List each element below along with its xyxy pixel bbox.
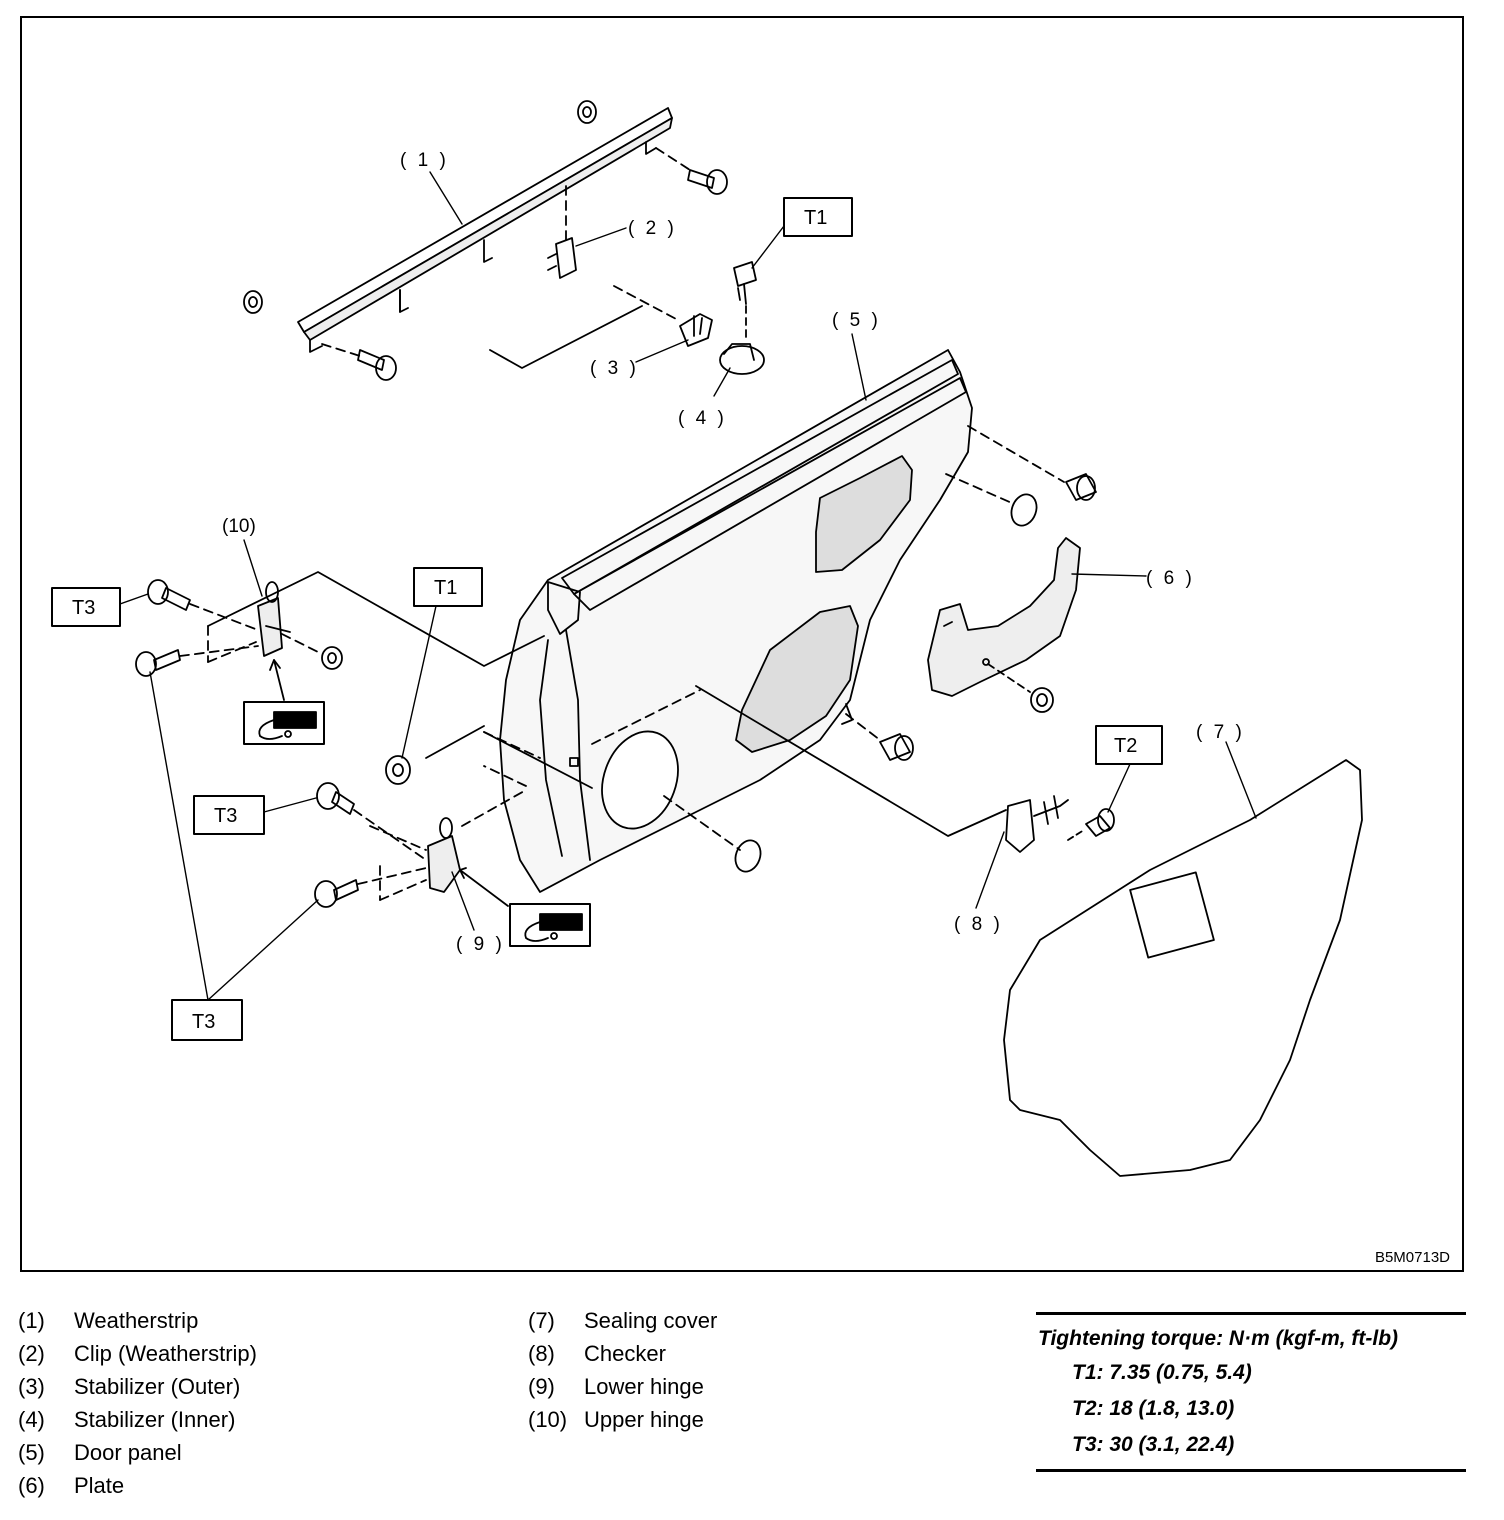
legend-name: Sealing cover [584,1308,718,1333]
exploded-door-diagram: ( 1 ) ( 2 ) ( 3 ) ( 4 ) ( 5 ) ( 6 ) ( 7 … [51,100,1363,1177]
upper-hinge-nut-icon [321,646,343,670]
legend-number: (5) [18,1440,45,1465]
torque-box-t3-upper: T3 [72,597,95,619]
grommet-icon [243,100,597,314]
lower-hinge [427,817,461,893]
door-panel-clip-icon [879,473,1097,761]
stabilizer-inner [719,343,765,375]
legend-number: (8) [528,1341,555,1366]
callout-5: ( 5 ) [832,310,881,331]
door-panel [499,349,1038,893]
torque-table-title: Tightening torque: N·m (kgf-m, ft-lb) [1038,1327,1399,1350]
legend-number: (7) [528,1308,555,1333]
legend-number: (4) [18,1407,45,1432]
callout-3: ( 3 ) [590,358,639,379]
torque-row-t1: T1: 7.35 (0.75, 5.4) [1072,1361,1252,1384]
legend-name: Lower hinge [584,1374,704,1399]
legend-number: (9) [528,1374,555,1399]
checker [1005,795,1069,853]
callout-8: ( 8 ) [954,914,1003,935]
t1-nut-icon [385,755,411,785]
legend-name: Stabilizer (Outer) [74,1374,241,1399]
plate [927,537,1081,697]
diagram-frame [20,16,1464,1272]
legend-name: Clip (Weatherstrip) [74,1341,257,1366]
grease-icon [243,701,591,947]
legend-number: (10) [528,1407,568,1432]
weatherstrip-screw-icon [357,169,728,381]
torque-row-t2: T2: 18 (1.8, 13.0) [1072,1397,1235,1420]
torque-specification-table: Tightening torque: N·m (kgf-m, ft-lb) T1… [1036,1312,1466,1472]
torque-box-t3-lower: T3 [192,1011,215,1033]
torque-row-t3: T3: 30 (3.1, 22.4) [1072,1433,1235,1456]
legend-name: Upper hinge [584,1407,704,1432]
torque-box-t1-door: T1 [434,577,457,599]
callout-2: ( 2 ) [628,218,677,239]
legend-number: (2) [18,1341,45,1366]
legend-number: (3) [18,1374,45,1399]
legend-name: Stabilizer (Inner) [74,1407,236,1432]
legend-name: Weatherstrip [74,1308,199,1333]
torque-box-t3-middle: T3 [214,805,237,827]
callout-1: ( 1 ) [400,150,449,171]
callout-9: ( 9 ) [456,934,505,955]
legend-name: Checker [584,1341,666,1366]
figure-code: B5M0713D [1374,1249,1450,1266]
t3-bolt-icon [135,579,359,908]
plate-nut-icon [1030,687,1054,713]
stabilizer-outer [679,313,713,347]
legend-name: Door panel [74,1440,182,1465]
torque-box-t2: T2 [1114,735,1137,757]
sealing-cover [1003,759,1363,1177]
weatherstrip [297,107,673,353]
legend-number: (1) [18,1308,45,1333]
torque-box [51,197,1163,1041]
weatherstrip-clip [547,237,577,279]
torque-box-t1-top: T1 [804,207,827,229]
upper-hinge [257,581,291,657]
callout-7: ( 7 ) [1196,722,1245,743]
t2-bolt-icon [1085,808,1115,837]
callout-10: (10) [222,516,256,537]
callout-4: ( 4 ) [678,408,727,429]
legend-name: Plate [74,1473,125,1498]
callout-6: ( 6 ) [1146,568,1195,589]
t1-bolt-icon [733,261,757,305]
legend-number: (6) [18,1473,45,1498]
